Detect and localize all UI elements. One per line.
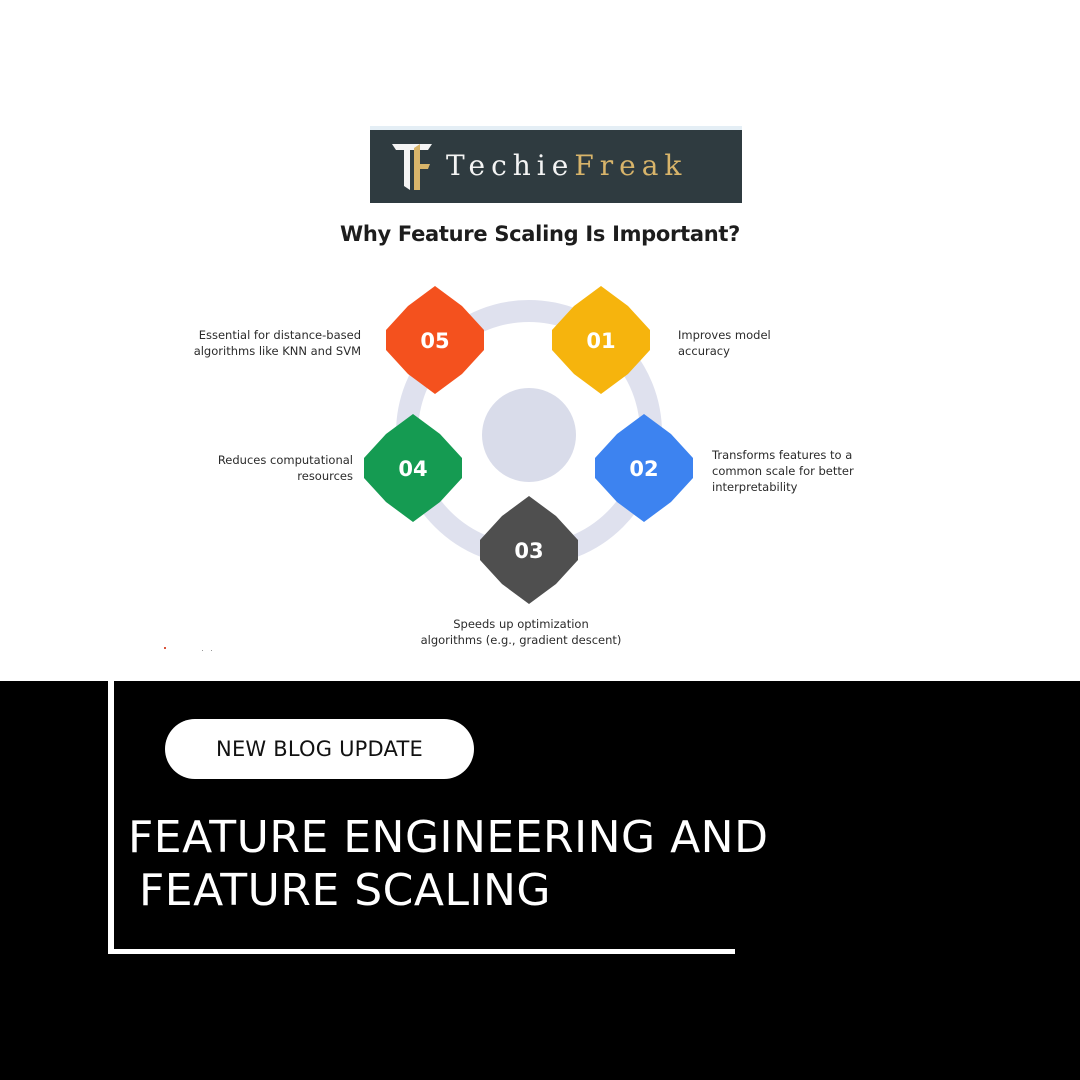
- logo-banner: TechieFreak: [370, 130, 742, 203]
- step-number-03: 03: [514, 539, 543, 563]
- step-number-02: 02: [629, 457, 658, 481]
- step-label-04: Reduces computational resources: [170, 452, 353, 484]
- step-label-01-line1: Improves model: [678, 328, 771, 342]
- step-label-02: Transforms features to a common scale fo…: [712, 447, 892, 495]
- step-number-01: 01: [586, 329, 615, 353]
- diagram-title: Why Feature Scaling Is Important?: [340, 222, 740, 246]
- diagram-center-circle: [482, 388, 576, 482]
- step-hexagon-04: 04: [364, 414, 462, 522]
- step-hexagon-01: 01: [552, 286, 650, 394]
- step-number-04: 04: [398, 457, 427, 481]
- step-hexagon-02: 02: [595, 414, 693, 522]
- stray-mark: [164, 647, 166, 649]
- step-label-03-line1: Speeds up optimization: [453, 617, 589, 631]
- logo-wordmark: TechieFreak: [446, 144, 687, 188]
- infographic-area: TechieFreak Why Feature Scaling Is Impor…: [164, 126, 892, 651]
- step-label-01: Improves model accuracy: [678, 327, 838, 359]
- headline-line-2: FEATURE SCALING: [139, 865, 551, 916]
- step-label-02-line2: common scale for better: [712, 464, 854, 478]
- new-blog-update-pill: NEW BLOG UPDATE: [165, 719, 474, 779]
- logo-top-band: [370, 126, 742, 130]
- feature-scaling-diagram: 05 01 04 02 03: [364, 286, 693, 604]
- frame-left-line: [108, 681, 114, 954]
- new-blog-update-label: NEW BLOG UPDATE: [216, 737, 423, 761]
- techiefreak-logo-icon: [392, 144, 432, 190]
- step-label-04-line2: resources: [297, 469, 353, 483]
- frame-bottom-line: [108, 949, 735, 954]
- step-label-05: Essential for distance-based algorithms …: [170, 327, 361, 359]
- step-label-02-line1: Transforms features to a: [712, 448, 853, 462]
- step-hexagon-03: 03: [480, 496, 578, 604]
- logo-techie: Techie: [446, 149, 575, 182]
- step-label-01-line2: accuracy: [678, 344, 730, 358]
- step-label-02-line3: interpretability: [712, 480, 798, 494]
- step-label-05-line2: algorithms like KNN and SVM: [193, 344, 361, 358]
- step-label-05-line1: Essential for distance-based: [198, 328, 361, 342]
- step-label-04-line1: Reduces computational: [217, 453, 353, 467]
- step-number-05: 05: [420, 329, 449, 353]
- stray-mark: [202, 650, 203, 651]
- stray-mark: [211, 650, 212, 651]
- logo-freak: Freak: [574, 149, 688, 182]
- step-label-03: Speeds up optimization algorithms (e.g.,…: [400, 616, 642, 648]
- step-hexagon-05: 05: [386, 286, 484, 394]
- headline-line-1: FEATURE ENGINEERING AND: [128, 812, 769, 863]
- step-label-03-line2: algorithms (e.g., gradient descent): [420, 633, 622, 647]
